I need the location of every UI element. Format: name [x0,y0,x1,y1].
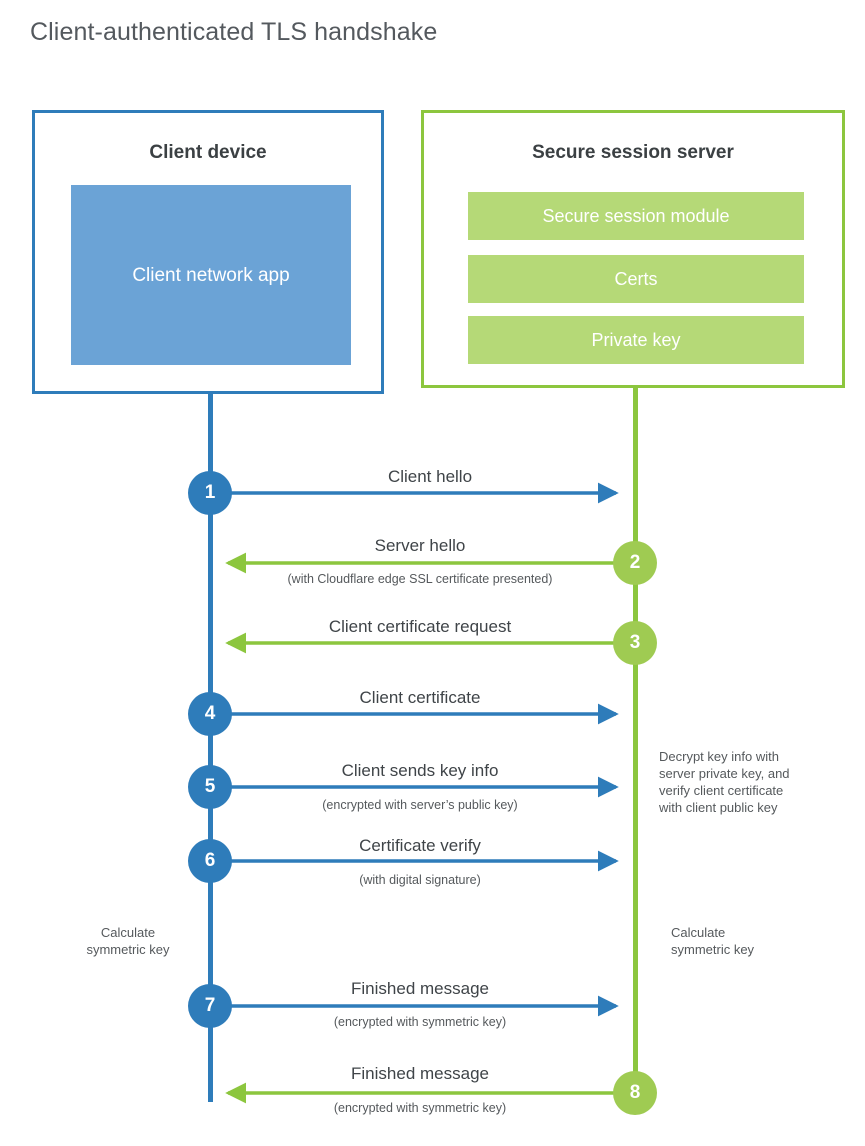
step-circle-6[interactable]: 6 [188,839,232,883]
message-label-5: Client sends key info [341,761,499,780]
client-device-title: Client device [149,142,267,163]
message-sublabel-7: (encrypted with symmetric key) [333,1015,507,1029]
message-label-3: Client certificate request [328,617,512,636]
step-circle-8[interactable]: 8 [613,1071,657,1115]
server-module-private-key: Private key [468,316,804,364]
step-circle-2[interactable]: 2 [613,541,657,585]
note-server-decrypt-line-4: with client public key [659,800,778,815]
step-circle-4[interactable]: 4 [188,692,232,736]
note-server-calc-line-1: Calculate [671,925,726,940]
note-server-decrypt-line-1: Decrypt key info with [659,749,779,764]
note-server-calculate-symmetric-key: Calculate symmetric key [671,924,841,958]
message-label-8: Finished message [351,1064,489,1083]
note-client-calculate-symmetric-key: Calculate symmetric key [48,924,208,958]
message-label-2: Server hello [374,536,466,555]
note-server-decrypt-line-2: server private key, and [659,766,790,781]
note-server-decrypt: Decrypt key info with server private key… [659,748,839,816]
step-circle-5[interactable]: 5 [188,765,232,809]
message-label-1: Client hello [387,467,473,486]
message-sublabel-2: (with Cloudflare edge SSL certificate pr… [287,572,553,586]
client-network-app-block: Client network app [71,185,351,365]
server-lifeline [633,386,638,1096]
secure-session-server-title: Secure session server [532,142,734,163]
page-title: Client-authenticated TLS handshake [30,18,438,46]
note-server-calc-line-2: symmetric key [671,942,755,957]
client-device-box: Client device Client network app [32,110,384,394]
note-client-calc-line-2: symmetric key [86,942,170,957]
message-label-4: Client certificate [359,688,481,707]
message-label-7: Finished message [351,979,489,998]
step-circle-1[interactable]: 1 [188,471,232,515]
message-sublabel-6: (with digital signature) [359,873,481,887]
client-lifeline [208,392,213,1102]
message-label-6: Certificate verify [359,836,481,855]
note-client-calc-line-1: Calculate [100,925,156,940]
message-sublabel-5: (encrypted with server’s public key) [322,798,518,812]
secure-session-server-box: Secure session server Secure session mod… [421,110,845,388]
message-sublabel-8: (encrypted with symmetric key) [333,1101,507,1115]
server-module-secure-session-module: Secure session module [468,192,804,240]
step-circle-7[interactable]: 7 [188,984,232,1028]
note-server-decrypt-line-3: verify client certificate [659,783,784,798]
server-module-certs: Certs [468,255,804,303]
step-circle-3[interactable]: 3 [613,621,657,665]
